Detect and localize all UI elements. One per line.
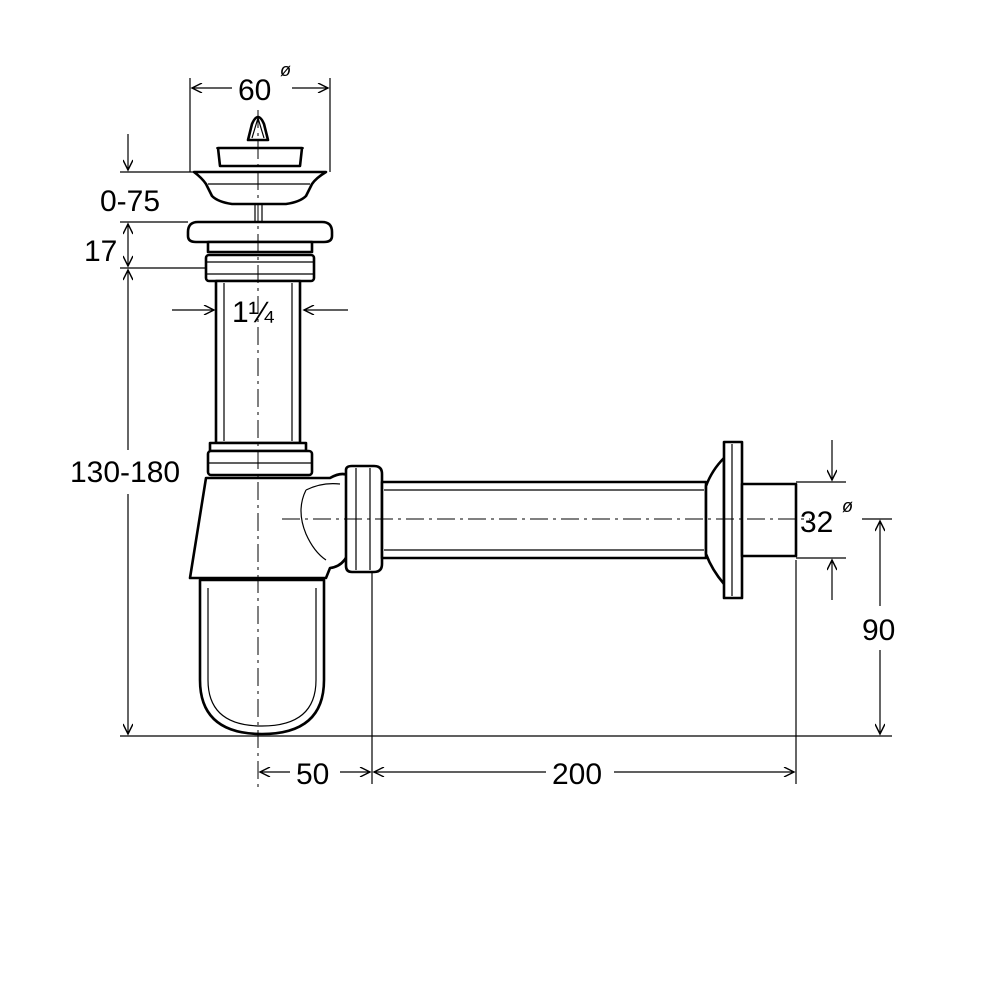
- outlet-diameter-value: 32: [800, 506, 833, 539]
- outlet-assembly: [344, 440, 798, 600]
- outlet-height-value: 90: [862, 614, 895, 647]
- trap-offset-value: 50: [296, 758, 329, 791]
- dimension-outlet-height: 90: [862, 518, 895, 734]
- waste-flange: [186, 220, 334, 283]
- strainer-diameter-value: 60: [238, 74, 271, 107]
- union-nut: [206, 441, 314, 477]
- flange-height-value: 17: [84, 235, 117, 268]
- dimension-pipe-size: 1¼: [172, 296, 348, 329]
- pipe-size-value: 1¼: [232, 296, 275, 329]
- outlet-diameter-mark: ø: [842, 496, 853, 516]
- trap-bottle: [188, 472, 354, 736]
- dimension-trap-height: 130-180: [70, 270, 892, 737]
- outlet-length-value: 200: [552, 758, 602, 791]
- trap-body: [186, 110, 810, 790]
- dimension-outlet-length: 200: [374, 560, 797, 791]
- dimension-strainer-diameter: 60 ø: [189, 60, 331, 172]
- strainer-plug: [192, 115, 328, 222]
- dimension-outlet-diameter: 32 ø: [796, 440, 853, 600]
- dimension-flange-height: 17: [84, 224, 206, 269]
- dimension-height-adjust: 0-75: [100, 134, 194, 223]
- height-adjust-value: 0-75: [100, 185, 160, 218]
- dimension-trap-offset: 50: [260, 572, 373, 791]
- strainer-diameter-mark: ø: [280, 60, 291, 80]
- trap-height-value: 130-180: [70, 456, 180, 489]
